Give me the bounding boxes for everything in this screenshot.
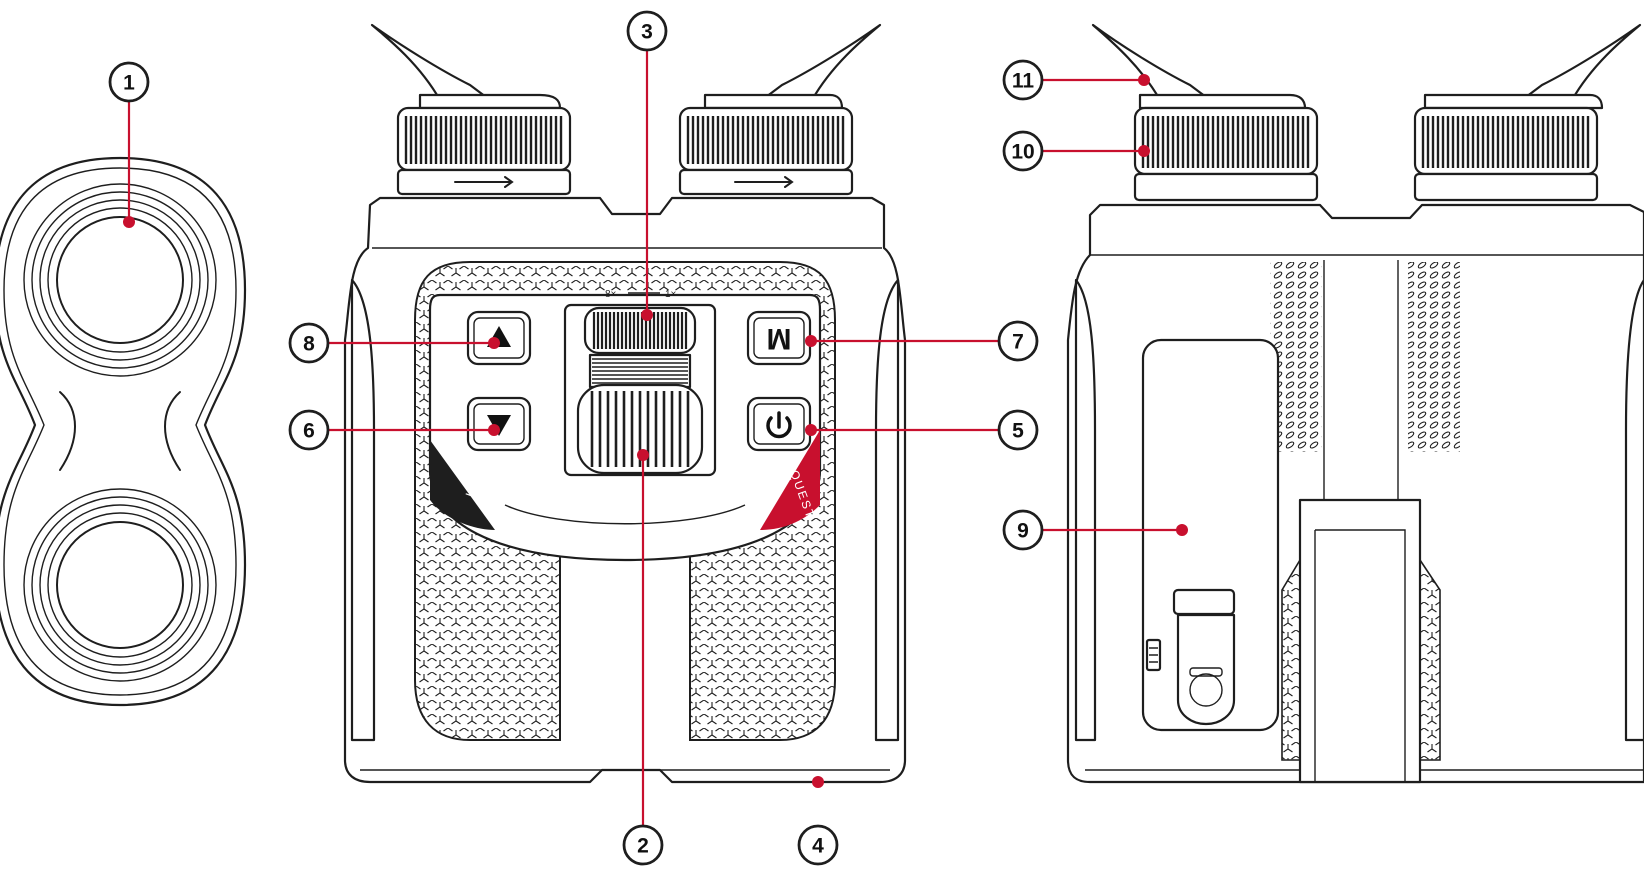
callout-5-label: 5: [1012, 420, 1024, 443]
power-button[interactable]: [746, 396, 812, 452]
focus-ring-left: [396, 106, 572, 196]
callout-7-dot: [805, 335, 817, 347]
callout-9: 9: [1002, 509, 1188, 551]
eyecup-right: [760, 23, 882, 102]
callout-1-dot: [123, 216, 135, 228]
eyecup-left-bottom: [1091, 23, 1212, 102]
callout-8-label: 8: [303, 333, 315, 356]
callout-7-label: 7: [1012, 331, 1024, 354]
callout-6: 6: [288, 409, 500, 451]
eyecup-left: [370, 23, 492, 102]
callout-9-label: 9: [1017, 520, 1029, 543]
callout-4-label: 4: [812, 835, 824, 858]
diopter-ring-right: [1413, 106, 1599, 202]
zoom-scale: 8× 1×: [605, 289, 677, 300]
callout-9-dot: [1176, 524, 1188, 536]
brand-badge-left: [430, 440, 495, 530]
callout-11-label: 11: [1012, 70, 1035, 93]
up-button[interactable]: [466, 310, 532, 366]
callout-6-label: 6: [303, 420, 315, 443]
lower-lens: [23, 488, 217, 682]
callout-6-dot: [488, 424, 500, 436]
mode-button[interactable]: M: [746, 310, 812, 366]
mode-label: M: [767, 322, 792, 355]
battery-latch[interactable]: [1176, 613, 1236, 726]
callout-3: 3: [626, 10, 668, 321]
callout-3-dot: [641, 309, 653, 321]
callout-4-dot: [812, 776, 824, 788]
callout-10: 10: [1002, 130, 1150, 172]
power-icon: [766, 411, 792, 439]
objective-lens-view: [0, 156, 247, 707]
binocular-top-view: HSOR QUEST 8× 1×: [343, 23, 907, 784]
callouts: 1 2 3 4 5: [108, 10, 1188, 866]
brand-badge-right: [760, 430, 820, 530]
focus-ring-right: [678, 106, 854, 196]
binocular-bottom-view: [1066, 23, 1644, 784]
callout-4: 4: [797, 776, 839, 866]
callout-7: 7: [805, 320, 1039, 362]
callout-1-label: 1: [123, 72, 135, 95]
callout-1: 1: [108, 61, 150, 228]
callout-8-dot: [488, 337, 500, 349]
upper-lens: [23, 183, 217, 377]
zoom-max-label: 8×: [605, 289, 617, 300]
objective-housing: [0, 156, 247, 707]
callout-10-label: 10: [1011, 141, 1034, 164]
zoom-dial[interactable]: [583, 306, 697, 355]
callout-5-dot: [805, 424, 817, 436]
battery-compartment-cover: [1141, 338, 1280, 732]
callout-2-label: 2: [637, 835, 649, 858]
arrow-down-icon: [487, 415, 511, 436]
eyecup-right-bottom: [1520, 23, 1642, 102]
diopter-ring-left: [1133, 106, 1319, 202]
callout-11: 11: [1002, 59, 1150, 101]
callout-5: 5: [805, 409, 1039, 451]
callout-3-label: 3: [641, 21, 653, 44]
down-button[interactable]: [466, 396, 532, 452]
zoom-min-label: 1×: [665, 289, 677, 300]
callout-8: 8: [288, 322, 500, 364]
callout-11-dot: [1138, 74, 1150, 86]
callout-2: 2: [622, 449, 664, 866]
callout-2-dot: [637, 449, 649, 461]
callout-10-dot: [1138, 145, 1150, 157]
vent-slots-right: [1408, 262, 1460, 452]
